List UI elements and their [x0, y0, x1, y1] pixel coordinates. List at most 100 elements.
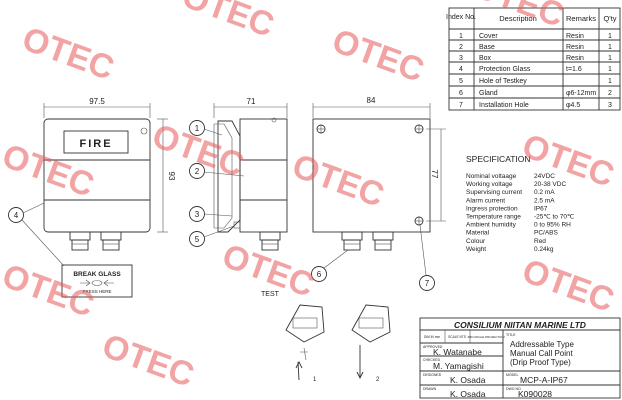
callout-1: 1 — [195, 124, 200, 133]
table-header-index: Index No. — [446, 14, 476, 21]
table-cell-description: Installation Hole — [479, 102, 529, 109]
table-cell-index: 2 — [459, 44, 463, 51]
spec-value: Red — [534, 238, 546, 245]
table-cell-qty: 1 — [608, 44, 612, 51]
spec-key: Ambient humidity — [466, 222, 517, 229]
dim-front-width: 97.5 — [89, 97, 105, 106]
dim-label: DIM IN mm — [424, 335, 440, 339]
drawn-name: K. Osada — [450, 389, 486, 399]
approved-label: APPROVED — [423, 345, 443, 349]
table-cell-description: Protection Glass — [479, 66, 531, 73]
spec-value: PC/ABS — [534, 230, 559, 237]
watermark: OTEC — [517, 252, 619, 320]
table-cell-description: Base — [479, 44, 495, 51]
watermark: OTEC — [287, 147, 389, 215]
spec-key: Weight — [466, 246, 486, 253]
spec-key: Working voltage — [466, 181, 513, 188]
spec-key: Material — [466, 230, 490, 237]
watermark: OTEC — [17, 20, 119, 88]
spec-value: 24VDC — [534, 173, 555, 180]
checked-label: CHECKED — [423, 358, 441, 362]
spec-key: Supervising current — [466, 189, 522, 196]
dim-back-width: 84 — [367, 96, 376, 105]
table-cell-remarks: t=1.6 — [566, 66, 582, 73]
watermark: OTEC — [517, 127, 619, 195]
spec-value: 0.2 mA — [534, 189, 555, 196]
table-header-qty: Q'ty — [603, 14, 616, 23]
front-view: 97.5 FIRE 93 — [43, 97, 176, 251]
spec-key: Temperature range — [466, 214, 521, 221]
table-cell-index: 4 — [459, 66, 463, 73]
dim-back-height: 77 — [430, 170, 439, 179]
table-cell-description: Box — [479, 55, 492, 62]
table-cell-index: 1 — [459, 33, 463, 40]
spec-value: 0.24kg — [534, 246, 554, 253]
table-cell-remarks: φ4.5 — [566, 102, 580, 109]
watermark: OTEC — [467, 0, 569, 35]
designed-label: DESIGNED — [423, 373, 442, 377]
table-header-description: Description — [499, 14, 537, 23]
callout-4: 4 — [14, 211, 19, 220]
table-cell-qty: 1 — [608, 66, 612, 73]
spec-value: IP67 — [534, 205, 548, 212]
dim-side-width: 71 — [247, 97, 256, 106]
callout-7: 7 — [425, 279, 430, 288]
watermark: OTEC — [97, 327, 199, 395]
callout-5: 5 — [195, 235, 200, 244]
designed-name: K. Osada — [450, 375, 486, 385]
table-header-remarks: Remarks — [566, 14, 596, 23]
title-block: CONSILIUM NIITAN MARINE LTD DIM IN mm SC… — [419, 317, 621, 399]
drawn-label: DRAWN — [423, 387, 437, 391]
dwg-label: DWG NO — [506, 387, 521, 391]
table-cell-remarks: φ6-12mm — [566, 90, 596, 97]
callout-3: 3 — [195, 210, 200, 219]
spec-key: Alarm current — [466, 197, 505, 204]
table-cell-qty: 1 — [608, 55, 612, 62]
table-cell-description: Gland — [479, 90, 498, 97]
title-line-3: (Drip Proof Type) — [510, 358, 571, 367]
company-name: CONSILIUM NIITAN MARINE LTD — [454, 320, 586, 330]
callout-2: 2 — [195, 167, 200, 176]
table-cell-remarks: Resin — [566, 55, 584, 62]
dwg-value: K090028 — [518, 389, 552, 399]
watermark: OTEC — [177, 0, 279, 45]
checked-name: M. Yamagishi — [433, 361, 484, 371]
watermark: OTEC — [0, 257, 99, 325]
test-step-2: 2 — [376, 377, 380, 383]
watermark: OTEC — [327, 22, 429, 90]
spec-key: Ingress protection — [466, 205, 518, 212]
spec-value: -25℃ to 70℃ — [534, 214, 575, 221]
parts-table: Index No. Description Remarks Q'ty 1 Cove… — [446, 7, 621, 111]
table-cell-index: 3 — [459, 55, 463, 62]
table-cell-index: 6 — [459, 90, 463, 97]
spec-value: 0 to 95% RH — [534, 222, 571, 229]
dim-front-height: 93 — [167, 172, 176, 181]
break-glass-sub: PRESS HERE — [82, 289, 111, 294]
callouts: 1 2 3 4 5 6 7 — [8, 120, 435, 291]
table-cell-description: Cover — [479, 33, 498, 40]
table-cell-index: 5 — [459, 78, 463, 85]
test-step-1: 1 — [313, 377, 317, 383]
title-line-2: Manual Call Point — [510, 349, 573, 358]
title-line-1: Addressable Type — [510, 340, 574, 349]
model-label: MODEL — [506, 373, 519, 377]
table-cell-remarks: Resin — [566, 33, 584, 40]
back-view: 84 77 — [312, 96, 446, 251]
spec-title: SPECIFICATION — [466, 154, 531, 164]
table-cell-qty: 2 — [608, 90, 612, 97]
table-cell-qty: 1 — [608, 33, 612, 40]
table-cell-index: 7 — [459, 102, 463, 109]
break-glass-label: BREAK GLASS PRESS HERE — [61, 264, 133, 298]
table-cell-description: Hole of Testkey — [479, 78, 527, 85]
approved-name: K. Watanabe — [433, 347, 482, 357]
model-value: MCP-A-IP67 — [520, 375, 568, 385]
table-cell-qty: 3 — [608, 102, 612, 109]
angle-label: 3RD ANGLE PROJECTION — [467, 335, 504, 339]
break-glass-title: BREAK GLASS — [73, 271, 121, 278]
test-label: TEST — [261, 291, 280, 298]
spec-key: Colour — [466, 238, 486, 245]
test-illustration: TEST 1 2 — [261, 291, 391, 383]
